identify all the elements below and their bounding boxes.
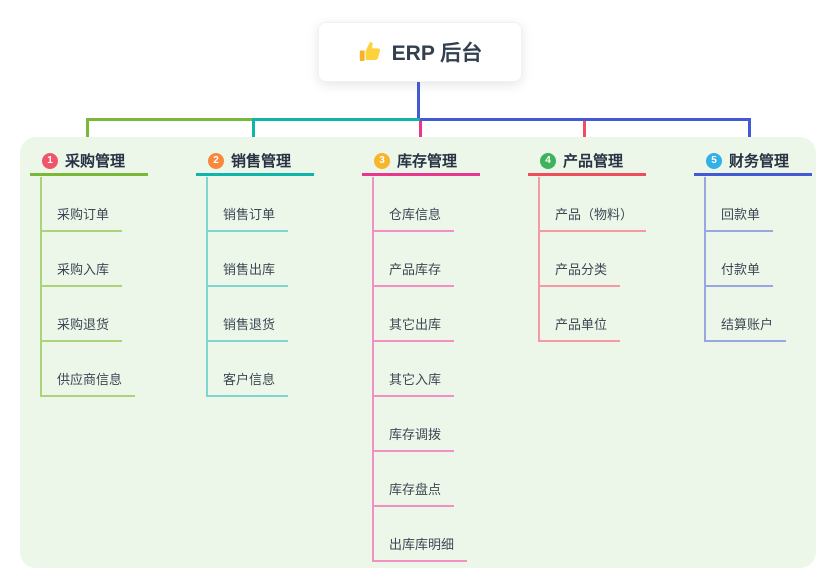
branch-header-purchase[interactable]: 1 采购管理 (30, 148, 148, 176)
branch-header-sales[interactable]: 2 销售管理 (196, 148, 314, 176)
branch-trunk-line (372, 177, 374, 562)
child-node[interactable]: 库存调拨 (372, 426, 455, 452)
child-node[interactable]: 产品单位 (538, 316, 621, 342)
child-node[interactable]: 采购退货 (40, 316, 123, 342)
child-node[interactable]: 客户信息 (206, 371, 289, 397)
child-node[interactable]: 出库库明细 (372, 536, 468, 562)
branch-trunk-line (206, 177, 208, 397)
branch-sales: 2 销售管理销售订单销售出库销售退货客户信息 (196, 148, 356, 397)
child-node[interactable]: 回款单 (704, 206, 774, 232)
branch-header-inventory[interactable]: 3 库存管理 (362, 148, 480, 176)
child-node[interactable]: 产品库存 (372, 261, 455, 287)
child-node[interactable]: 其它出库 (372, 316, 455, 342)
child-node[interactable]: 销售订单 (206, 206, 289, 232)
child-node[interactable]: 仓库信息 (372, 206, 455, 232)
branch-number-badge: 3 (374, 152, 390, 169)
thumbs-up-icon (358, 40, 382, 64)
child-node[interactable]: 产品分类 (538, 261, 621, 287)
branch-label: 采购管理 (65, 153, 126, 170)
child-node[interactable]: 销售出库 (206, 261, 289, 287)
branch-number-badge: 2 (208, 152, 224, 169)
branch-header-product[interactable]: 4 产品管理 (528, 148, 646, 176)
branch-purchase: 1 采购管理采购订单采购入库采购退货供应商信息 (30, 148, 190, 397)
branch-label: 销售管理 (231, 153, 292, 170)
connector-segment-sales (253, 118, 420, 121)
child-node[interactable]: 结算账户 (704, 316, 787, 342)
root-stem-line (417, 82, 420, 119)
child-node[interactable]: 采购入库 (40, 261, 123, 287)
child-node[interactable]: 采购订单 (40, 206, 123, 232)
branch-number-badge: 5 (706, 152, 722, 169)
child-node[interactable]: 供应商信息 (40, 371, 136, 397)
connector-stub-product (583, 121, 586, 143)
root-node[interactable]: ERP 后台 (318, 22, 522, 82)
branch-label: 产品管理 (563, 153, 624, 170)
child-node[interactable]: 其它入库 (372, 371, 455, 397)
branch-header-finance[interactable]: 5 财务管理 (694, 148, 812, 176)
connector-stub-sales (251, 118, 255, 143)
connector-segment-purchase (86, 118, 253, 121)
child-node[interactable]: 产品（物料） (538, 206, 647, 232)
branch-label: 财务管理 (729, 153, 790, 170)
branch-trunk-line (704, 177, 706, 342)
branch-label: 库存管理 (397, 153, 458, 170)
branch-finance: 5 财务管理回款单付款单结算账户 (694, 148, 839, 342)
connector-stub-purchase (86, 118, 89, 143)
branch-number-badge: 4 (540, 152, 556, 169)
child-node[interactable]: 销售退货 (206, 316, 289, 342)
connector-stub-finance (748, 118, 751, 143)
root-label: ERP 后台 (391, 42, 483, 65)
branch-trunk-line (538, 177, 540, 342)
child-node[interactable]: 付款单 (704, 261, 774, 287)
connector-stub-inventory (418, 121, 422, 143)
branch-product: 4 产品管理产品（物料） 产品分类产品单位 (528, 148, 688, 342)
branch-inventory: 3 库存管理仓库信息产品库存其它出库其它入库库存调拨库存盘点出库库明细 (362, 148, 522, 562)
connector-segment-right (420, 118, 751, 121)
branches-panel (20, 137, 816, 568)
child-node[interactable]: 库存盘点 (372, 481, 455, 507)
branch-trunk-line (40, 177, 42, 397)
branch-number-badge: 1 (42, 152, 58, 169)
